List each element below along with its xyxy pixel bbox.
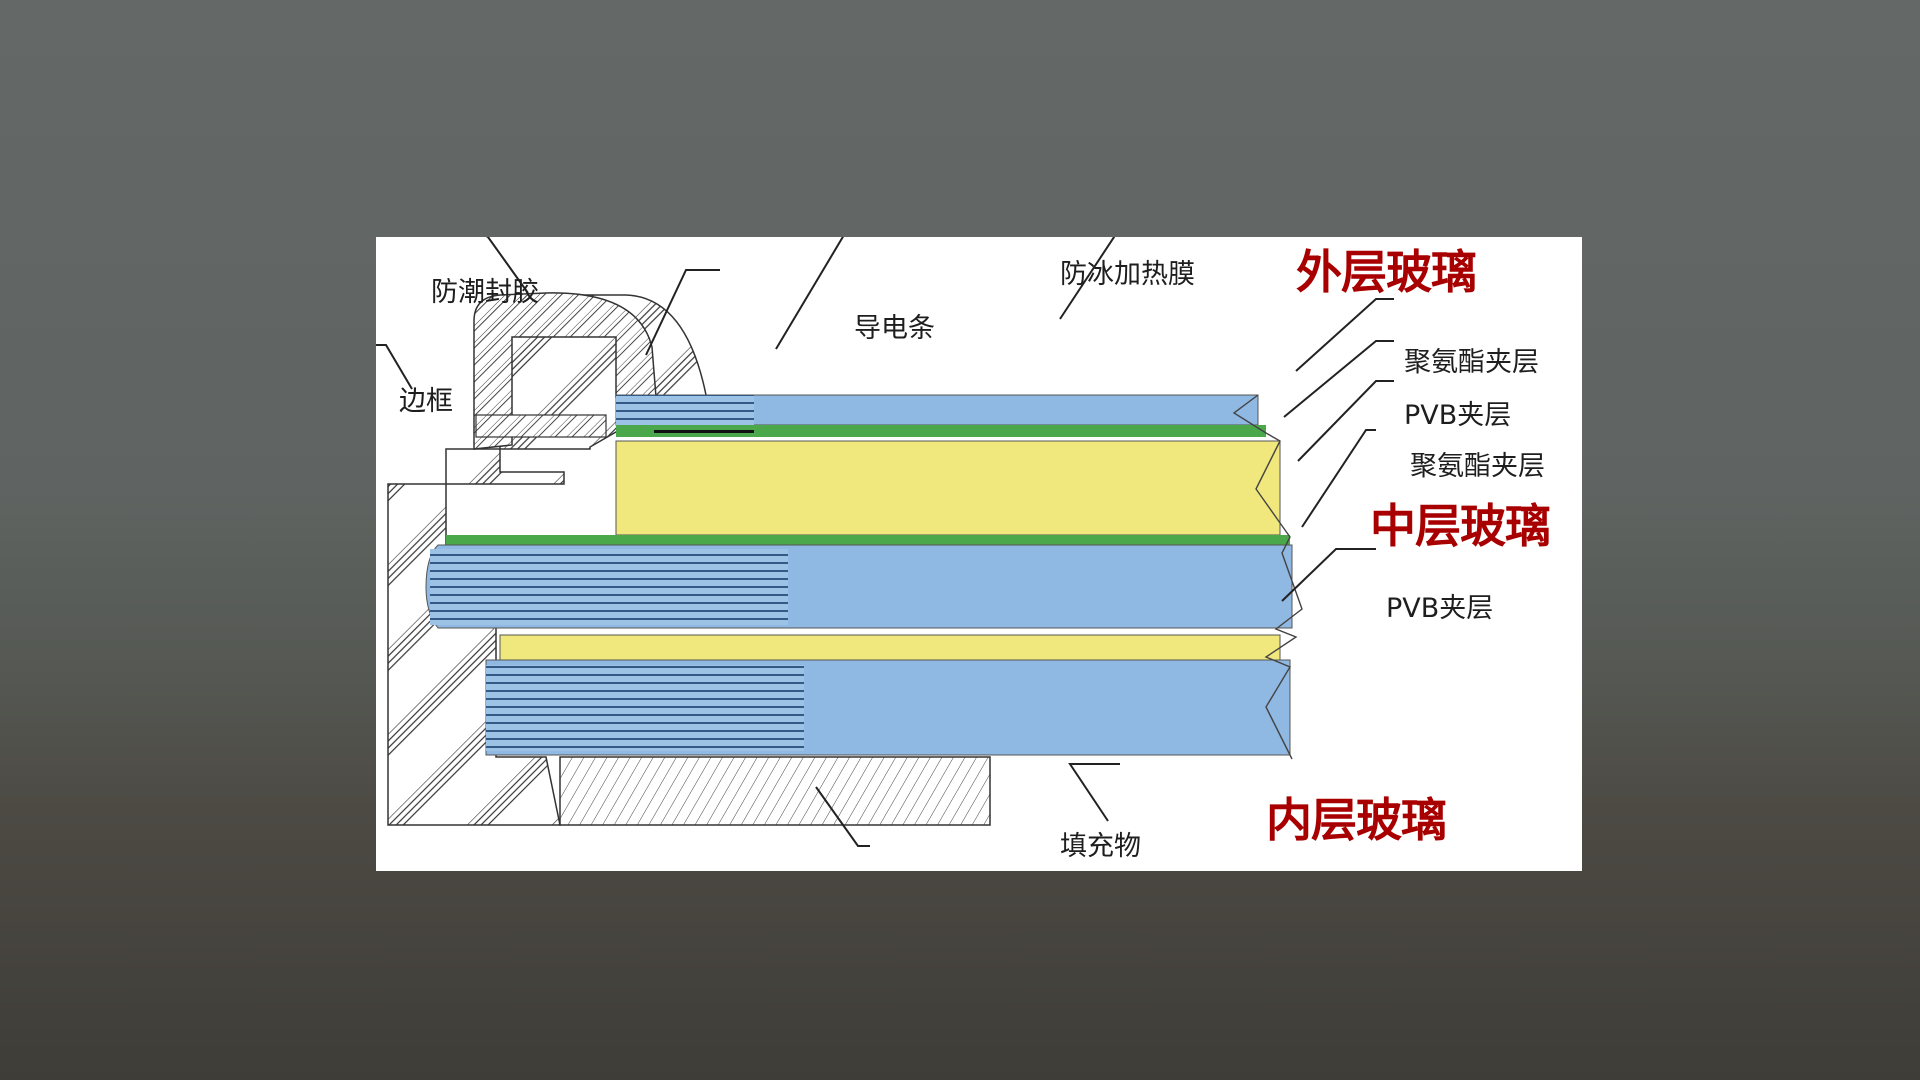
- label-conductive-strip: 导电条: [854, 313, 935, 344]
- label-middle-glass: 中层玻璃: [1370, 499, 1551, 553]
- label-anti-ice-heating-film: 防冰加热膜: [1060, 259, 1195, 290]
- outer-glass-layer: [615, 394, 1259, 426]
- polyurethane-layer-2: [446, 535, 1290, 545]
- label-pvb-layer-1: PVB夹层: [1404, 400, 1512, 431]
- moisture-sealant: [473, 292, 657, 450]
- label-inner-glass: 内层玻璃: [1266, 793, 1447, 847]
- diagram-panel: 防潮封胶 边框 导电条 防冰加热膜 外层玻璃 聚氨酯夹层 PVB夹层 聚氨酯夹层…: [376, 237, 1582, 871]
- break-line: [1232, 394, 1303, 760]
- label-polyurethane-layer-2: 聚氨酯夹层: [1410, 451, 1545, 482]
- filler: [559, 756, 991, 826]
- label-frame: 边框: [399, 386, 453, 417]
- inner-glass-layer: [485, 659, 1291, 756]
- cross-section-diagram: [376, 237, 1394, 847]
- label-outer-glass: 外层玻璃: [1296, 245, 1477, 299]
- label-filler: 填充物: [1060, 831, 1141, 862]
- pvb-layer-1: [615, 440, 1281, 536]
- label-pvb-layer-2: PVB夹层: [1386, 593, 1494, 624]
- label-moisture-sealant: 防潮封胶: [431, 277, 539, 308]
- middle-glass-layer: [425, 544, 1293, 629]
- leader-lines: [376, 237, 1394, 847]
- conductive-strip: [654, 430, 754, 433]
- label-polyurethane-layer-1: 聚氨酯夹层: [1404, 347, 1539, 378]
- pvb-layer-2: [499, 634, 1281, 661]
- anti-ice-heating-film: [616, 425, 1266, 437]
